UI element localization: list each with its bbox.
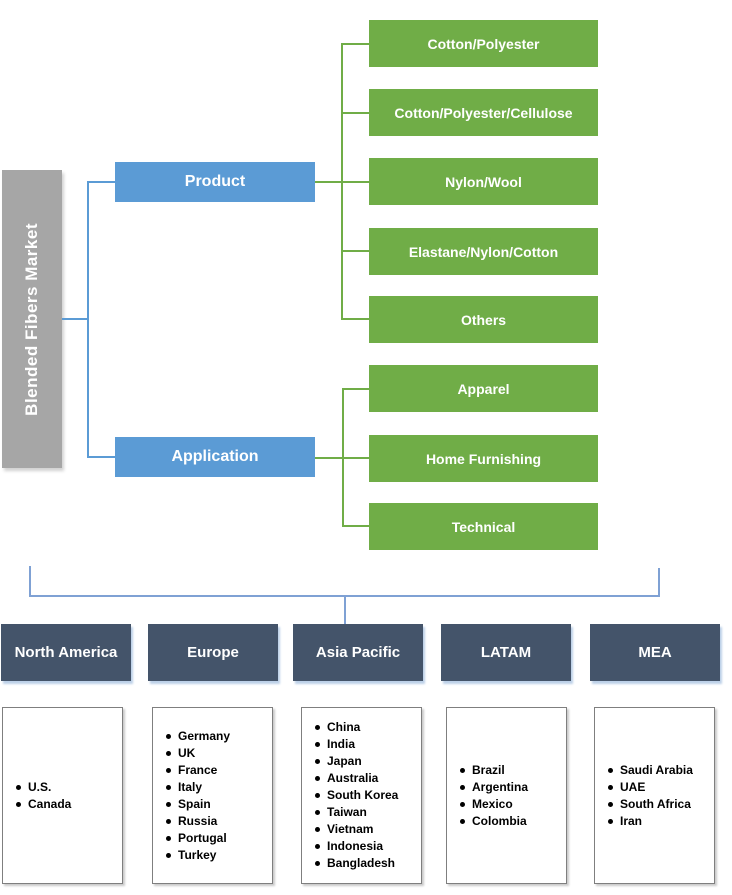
leaf-node-elastane-nylon-cotton: Elastane/Nylon/Cotton — [369, 228, 598, 275]
country-item-us: U.S. — [15, 779, 120, 796]
country-item-indonesia: Indonesia — [314, 838, 419, 855]
country-box-europe: Germany UK France Italy Spain Russia Por… — [152, 707, 273, 884]
connector-to-cotton-polyester-cellulose — [341, 112, 369, 114]
country-item-uk: UK — [165, 745, 270, 762]
region-header-north-america: North America — [1, 624, 131, 681]
region-label: Asia Pacific — [315, 644, 401, 661]
leaf-label: Nylon/Wool — [445, 173, 522, 190]
country-item-south-africa: South Africa — [607, 796, 712, 813]
leaf-label: Elastane/Nylon/Cotton — [408, 243, 559, 260]
connector-bracket-left — [29, 566, 31, 597]
connector-to-elastane-nylon-cotton — [341, 250, 369, 252]
country-item-mexico: Mexico — [459, 796, 564, 813]
region-header-europe: Europe — [148, 624, 278, 681]
country-item-iran: Iran — [607, 813, 712, 830]
root-node-label: Blended Fibers Market — [22, 222, 41, 416]
leaf-label: Technical — [451, 518, 516, 535]
region-label: North America — [14, 644, 118, 661]
leaf-node-home-furnishing: Home Furnishing — [369, 435, 598, 482]
country-item-japan: Japan — [314, 753, 419, 770]
connector-to-technical — [342, 525, 369, 527]
connector-bracket-drop-to-regions — [344, 595, 346, 624]
country-box-asia-pacific: China India Japan Australia South Korea … — [301, 707, 422, 884]
connector-to-others — [341, 318, 369, 320]
connector-to-apparel — [342, 388, 369, 390]
connector-root-to-trunk — [62, 318, 88, 320]
country-item-canada: Canada — [15, 796, 120, 813]
country-list-asia-pacific: China India Japan Australia South Korea … — [302, 719, 421, 872]
country-item-vietnam: Vietnam — [314, 821, 419, 838]
branch-node-product: Product — [115, 162, 315, 202]
country-item-brazil: Brazil — [459, 762, 564, 779]
country-item-south-korea: South Korea — [314, 787, 419, 804]
region-label: MEA — [638, 644, 672, 661]
connector-bracket-right — [658, 568, 660, 597]
country-list-latam: Brazil Argentina Mexico Colombia — [447, 762, 566, 830]
leaf-node-cotton-polyester: Cotton/Polyester — [369, 20, 598, 67]
connector-trunk-vertical — [87, 181, 89, 458]
country-item-bangladesh: Bangladesh — [314, 855, 419, 872]
branch-node-product-label: Product — [184, 173, 246, 190]
region-label: LATAM — [480, 644, 532, 661]
country-list-mea: Saudi Arabia UAE South Africa Iran — [595, 762, 714, 830]
leaf-label: Cotton/Polyester — [427, 35, 540, 52]
country-item-germany: Germany — [165, 728, 270, 745]
branch-node-application-label: Application — [171, 448, 259, 465]
leaf-label: Others — [460, 311, 507, 328]
region-header-mea: MEA — [590, 624, 720, 681]
country-item-colombia: Colombia — [459, 813, 564, 830]
connector-to-home-furnishing — [315, 457, 369, 459]
country-item-india: India — [314, 736, 419, 753]
region-header-asia-pacific: Asia Pacific — [293, 624, 423, 681]
country-item-spain: Spain — [165, 796, 270, 813]
country-box-latam: Brazil Argentina Mexico Colombia — [446, 707, 567, 884]
leaf-label: Cotton/Polyester/Cellulose — [394, 104, 573, 121]
country-box-north-america: U.S. Canada — [2, 707, 123, 884]
country-item-portugal: Portugal — [165, 830, 270, 847]
root-node-blended-fibers-market: Blended Fibers Market — [2, 170, 62, 468]
country-item-turkey: Turkey — [165, 847, 270, 864]
leaf-node-cotton-polyester-cellulose: Cotton/Polyester/Cellulose — [369, 89, 598, 136]
leaf-label: Home Furnishing — [425, 450, 542, 467]
connector-to-cotton-polyester — [341, 43, 369, 45]
country-item-saudi-arabia: Saudi Arabia — [607, 762, 712, 779]
country-item-france: France — [165, 762, 270, 779]
leaf-node-others: Others — [369, 296, 598, 343]
country-item-italy: Italy — [165, 779, 270, 796]
connector-trunk-to-product — [87, 181, 116, 183]
country-item-uae: UAE — [607, 779, 712, 796]
branch-node-application: Application — [115, 437, 315, 477]
country-item-australia: Australia — [314, 770, 419, 787]
country-item-china: China — [314, 719, 419, 736]
leaf-label: Apparel — [457, 380, 510, 397]
leaf-node-technical: Technical — [369, 503, 598, 550]
connector-trunk-to-application — [87, 456, 116, 458]
leaf-node-apparel: Apparel — [369, 365, 598, 412]
country-list-north-america: U.S. Canada — [3, 779, 122, 813]
region-label: Europe — [187, 644, 239, 661]
connector-to-nylon-wool — [315, 181, 369, 183]
country-box-mea: Saudi Arabia UAE South Africa Iran — [594, 707, 715, 884]
region-header-latam: LATAM — [441, 624, 571, 681]
country-item-argentina: Argentina — [459, 779, 564, 796]
leaf-node-nylon-wool: Nylon/Wool — [369, 158, 598, 205]
country-item-russia: Russia — [165, 813, 270, 830]
country-item-taiwan: Taiwan — [314, 804, 419, 821]
country-list-europe: Germany UK France Italy Spain Russia Por… — [153, 728, 272, 864]
